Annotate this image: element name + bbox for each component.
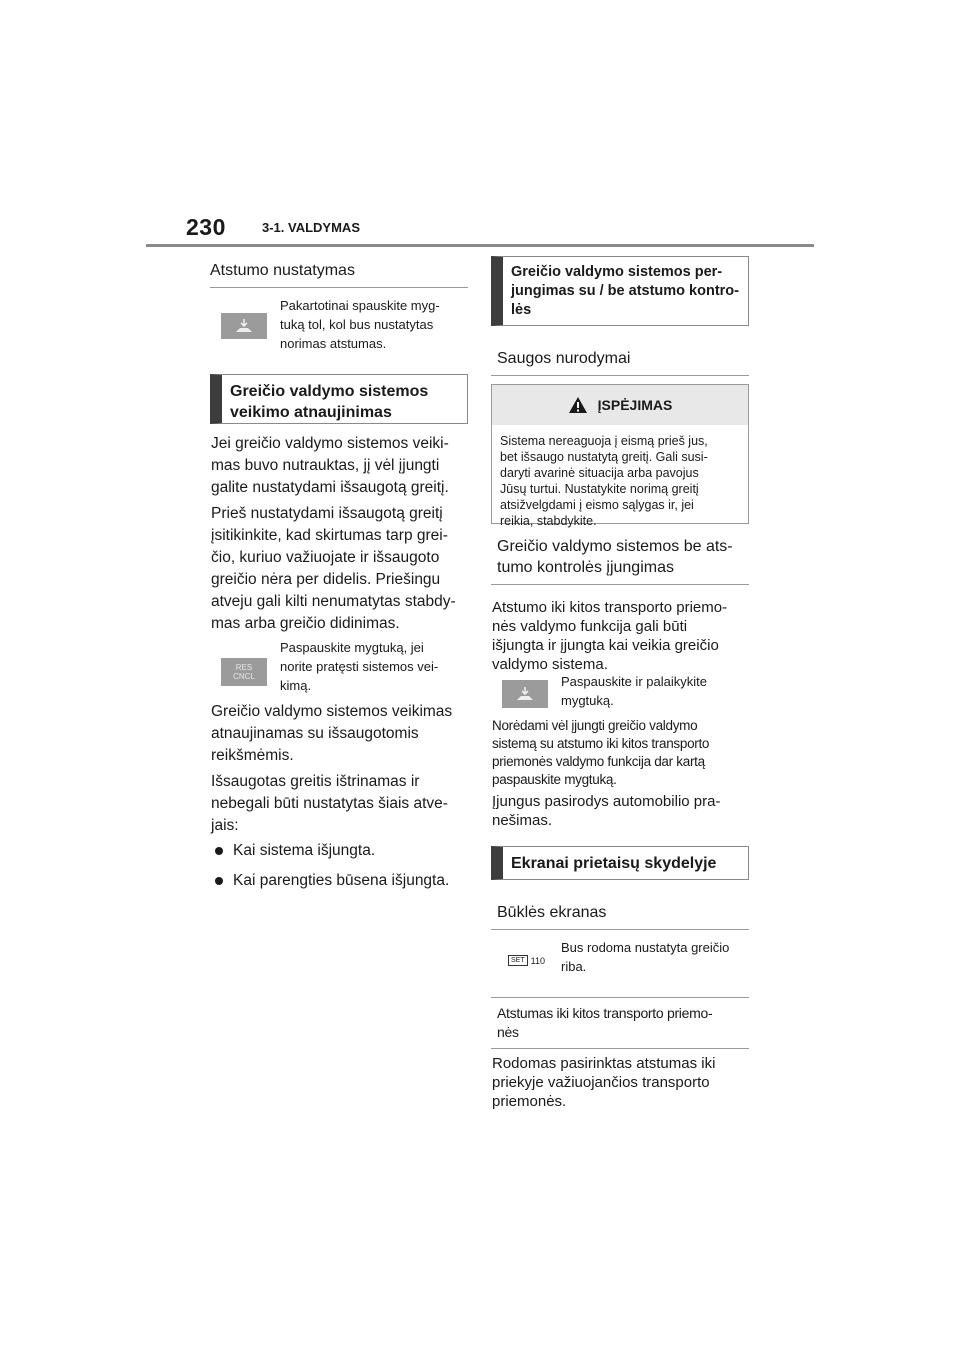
distance-button-icon — [502, 680, 548, 708]
status-section: Būklės ekranas — [491, 902, 749, 930]
resume-paragraph-2: Prieš nustatydami išsaugotą greitį įsiti… — [211, 505, 456, 632]
no-distance-paragraph: Atstumo iki kitos transporto priemo- nės… — [492, 599, 728, 673]
warning-box: ĮSPĖJIMAS Sistema nereaguoja į eismą pri… — [491, 384, 749, 528]
hold-text: Paspauskite ir palaikykite mygtuką. — [561, 674, 707, 708]
bullet-icon — [215, 847, 223, 855]
distance-setting-text: Pakartotinai spauskite myg- tuką tol, ko… — [280, 298, 440, 351]
distance-display-section: Atstumas iki kitos transporto priemo- nė… — [491, 997, 749, 1049]
list-item: Kai parengties būsena išjungta. — [211, 870, 473, 892]
distance-button-icon — [221, 313, 267, 339]
distance-setting-title: Atstumo nustatymas — [210, 256, 468, 288]
list-item: Kai sistema išjungta. — [211, 840, 473, 862]
status-title: Būklės ekranas — [491, 902, 749, 930]
set-speed-icon: SET 110 — [508, 955, 545, 966]
header-divider — [146, 244, 814, 247]
set-speed-text: Bus rodoma nustatyta greičio riba. — [561, 940, 730, 974]
distance-display-title: Atstumas iki kitos transporto priemo- nė… — [491, 997, 749, 1049]
resume-paragraph-3: Greičio valdymo sistemos veikimas atnauj… — [211, 703, 453, 764]
no-distance-title: Greičio valdymo sistemos be ats- tumo ko… — [491, 536, 749, 585]
page-number: 230 — [186, 214, 226, 240]
switch-heading: Greičio valdymo sistemos per- jungimas s… — [491, 256, 749, 326]
distance-display-paragraph: Rodomas pasirinktas atstumas iki priekyj… — [492, 1055, 716, 1110]
resume-heading: Greičio valdymo sistemos veikimo atnauji… — [210, 374, 468, 424]
bullet-icon — [215, 877, 223, 885]
safety-section: Saugos nurodymai — [491, 348, 749, 376]
no-distance-section: Greičio valdymo sistemos be ats- tumo ko… — [491, 536, 749, 585]
bullet-list: Kai sistema išjungta. Kai parengties būs… — [211, 840, 473, 892]
resume-paragraph-1: Jei greičio valdymo sistemos veiki- mas … — [211, 435, 449, 496]
res-cncl-text: Paspauskite mygtuką, jei norite pratęsti… — [280, 640, 439, 693]
display-paragraph: Įjungus pasirodys automobilio pra- nešim… — [492, 793, 721, 829]
warning-title: ĮSPĖJIMAS — [597, 397, 673, 413]
reenable-paragraph: Norėdami vėl įjungti greičio valdymo sis… — [492, 718, 710, 787]
distance-setting-section: Atstumo nustatymas — [210, 256, 468, 288]
warning-header: ĮSPĖJIMAS — [492, 385, 748, 425]
resume-paragraph-4: Išsaugotas greitis ištrinamas ir nebegal… — [211, 773, 448, 834]
displays-heading: Ekranai prietaisų skydelyje — [491, 846, 749, 880]
warning-triangle-icon — [568, 397, 587, 413]
chapter-title: 3-1. VALDYMAS — [262, 220, 360, 235]
warning-text: Sistema nereaguoja į eismą prieš jus, be… — [500, 434, 708, 528]
safety-title: Saugos nurodymai — [491, 348, 749, 376]
